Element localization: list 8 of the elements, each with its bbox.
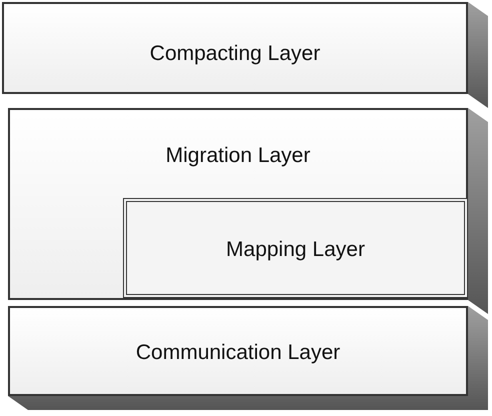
layer-label: Communication Layer: [134, 341, 342, 365]
layer-label: Compacting Layer: [148, 42, 322, 66]
layer-block: [8, 306, 488, 410]
layer-label: Mapping Layer: [225, 238, 366, 262]
layer-box: [123, 198, 468, 298]
layer-block: [2, 2, 488, 108]
layer-label: Migration Layer: [164, 144, 312, 168]
layer-block: [8, 108, 488, 314]
